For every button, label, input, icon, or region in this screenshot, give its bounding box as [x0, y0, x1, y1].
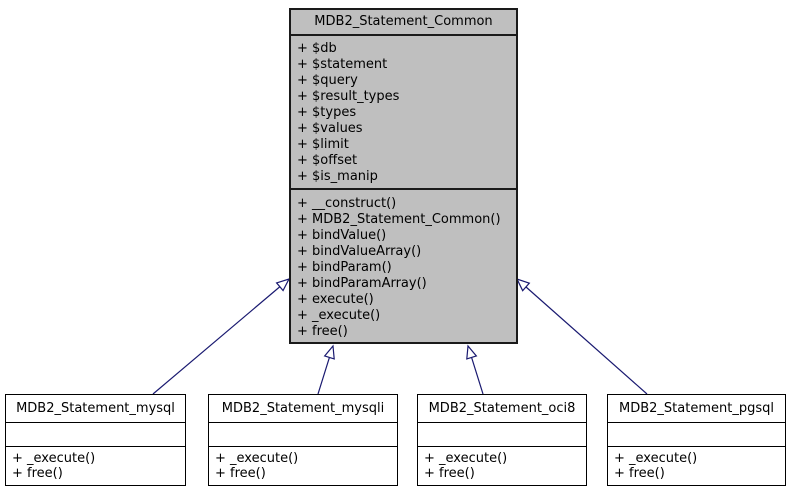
class-box-mdb2-statement-pgsql: MDB2_Statement_pgsql + _execute()+ free(…: [607, 394, 786, 486]
member-row: + $db: [297, 41, 337, 56]
member-row: + execute(): [297, 292, 374, 307]
member-row: + bindValue(): [297, 228, 387, 243]
class-box-mdb2-statement-mysql: MDB2_Statement_mysql + _execute()+ free(…: [5, 394, 186, 486]
member-row: + $result_types: [297, 89, 400, 104]
member-row: + _execute(): [424, 451, 508, 466]
member-row: + $offset: [297, 153, 358, 168]
member-row: + free(): [12, 466, 63, 481]
attributes-section: [608, 423, 785, 447]
member-row: + _execute(): [12, 451, 96, 466]
methods-section: + _execute()+ free(): [608, 447, 785, 485]
member-row: + __construct(): [297, 196, 397, 211]
member-row: + _execute(): [614, 451, 698, 466]
class-box-mdb2-statement-oci8: MDB2_Statement_oci8 + _execute()+ free(): [417, 394, 587, 486]
member-row: + $is_manip: [297, 169, 378, 184]
member-row: + free(): [215, 466, 266, 481]
methods-section: + _execute()+ free(): [6, 447, 185, 485]
member-row: + free(): [297, 324, 348, 339]
class-name: MDB2_Statement_mysql: [6, 395, 185, 423]
member-row: + $query: [297, 73, 358, 88]
inheritance-arrow-oci8: [466, 344, 484, 395]
attributes-section: [6, 423, 185, 447]
member-row: + MDB2_Statement_Common(): [297, 212, 501, 227]
attributes-section: [418, 423, 586, 447]
inheritance-arrow-mysqli: [317, 344, 335, 395]
member-row: + bindParam(): [297, 260, 392, 275]
class-name: MDB2_Statement_Common: [291, 10, 516, 36]
member-row: + _execute(): [297, 308, 381, 323]
class-name: MDB2_Statement_pgsql: [608, 395, 785, 423]
member-row: + $statement: [297, 57, 388, 72]
class-name: MDB2_Statement_mysqli: [209, 395, 397, 423]
member-row: + free(): [424, 466, 475, 481]
class-name: MDB2_Statement_oci8: [418, 395, 586, 423]
methods-section: + __construct()+ MDB2_Statement_Common()…: [291, 190, 516, 342]
methods-section: + _execute()+ free(): [209, 447, 397, 485]
class-box-mdb2-statement-mysqli: MDB2_Statement_mysqli + _execute()+ free…: [208, 394, 398, 486]
member-row: + $types: [297, 105, 357, 120]
attributes-section: [209, 423, 397, 447]
class-box-mdb2-statement-common: MDB2_Statement_Common + $db+ $statement+…: [289, 8, 518, 344]
member-row: + bindParamArray(): [297, 276, 427, 291]
member-row: + $values: [297, 121, 363, 136]
member-row: + _execute(): [215, 451, 299, 466]
member-row: + free(): [614, 466, 665, 481]
member-row: + bindValueArray(): [297, 244, 422, 259]
inheritance-arrow-mysql: [152, 277, 291, 395]
methods-section: + _execute()+ free(): [418, 447, 586, 485]
attributes-section: + $db+ $statement+ $query+ $result_types…: [291, 36, 516, 190]
inheritance-arrow-pgsql: [515, 277, 648, 395]
member-row: + $limit: [297, 137, 349, 152]
